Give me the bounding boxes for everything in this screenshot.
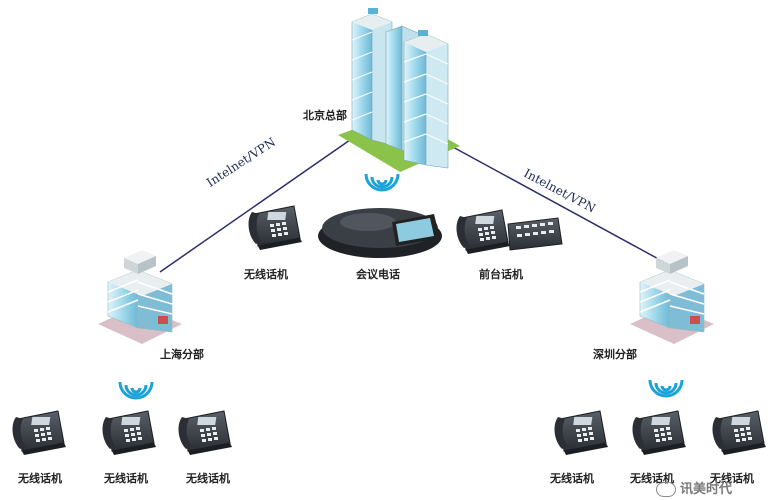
shenzhen-wireless-phone-icon [554, 410, 609, 456]
hq-wireless-phone-label: 无线话机 [244, 268, 288, 281]
shanghai-building-icon [97, 249, 183, 345]
branch-wireless-phone-label: 无线话机 [550, 472, 594, 485]
conference-phone-icon [318, 208, 442, 258]
hq-wifi-icon [364, 172, 400, 192]
hq-label: 北京总部 [303, 109, 347, 122]
shenzhen-label: 深圳分部 [593, 348, 637, 361]
link-line-right [439, 139, 665, 263]
shenzhen-wifi-icon [648, 378, 684, 398]
link-line-left [159, 139, 351, 273]
shanghai-wireless-phone-icon [12, 410, 67, 456]
branch-wireless-phone-label: 无线话机 [710, 472, 754, 485]
shanghai-wifi-icon [118, 380, 154, 400]
hq-building-icon [338, 8, 460, 172]
branch-wireless-phone-label: 无线话机 [104, 472, 148, 485]
front-desk-phone-icon [456, 209, 563, 255]
branch-wireless-phone-label: 无线话机 [186, 472, 230, 485]
watermark-text: 讯美时代 [680, 482, 733, 497]
shanghai-wireless-phone-icon [102, 410, 157, 456]
shenzhen-wireless-phone-icon [712, 410, 767, 456]
front-desk-phone-label: 前台话机 [479, 268, 523, 281]
shanghai-wireless-phone-icon [178, 410, 233, 456]
branch-wireless-phone-label: 无线话机 [630, 472, 674, 485]
branch-wireless-phone-label: 无线话机 [18, 472, 62, 485]
shenzhen-building-icon [629, 249, 715, 345]
watermark: 讯美时代 [656, 478, 732, 497]
shanghai-label: 上海分部 [160, 348, 204, 361]
conference-phone-label: 会议电话 [356, 268, 400, 281]
hq-wireless-phone-icon [248, 205, 303, 251]
shenzhen-wireless-phone-icon [632, 410, 687, 456]
wechat-icon [656, 482, 676, 497]
